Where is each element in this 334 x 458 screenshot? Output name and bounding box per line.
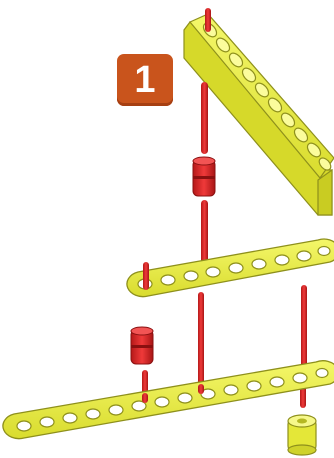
yellow-liftarm-lower xyxy=(3,361,334,439)
red-bushing-lower xyxy=(131,327,153,364)
step-number-badge: 1 xyxy=(117,54,173,106)
red-axle-top xyxy=(205,8,211,32)
yellow-bushing xyxy=(288,415,316,455)
step-number: 1 xyxy=(134,59,155,102)
red-axle-center xyxy=(198,82,208,390)
red-bushing-upper xyxy=(193,157,215,196)
